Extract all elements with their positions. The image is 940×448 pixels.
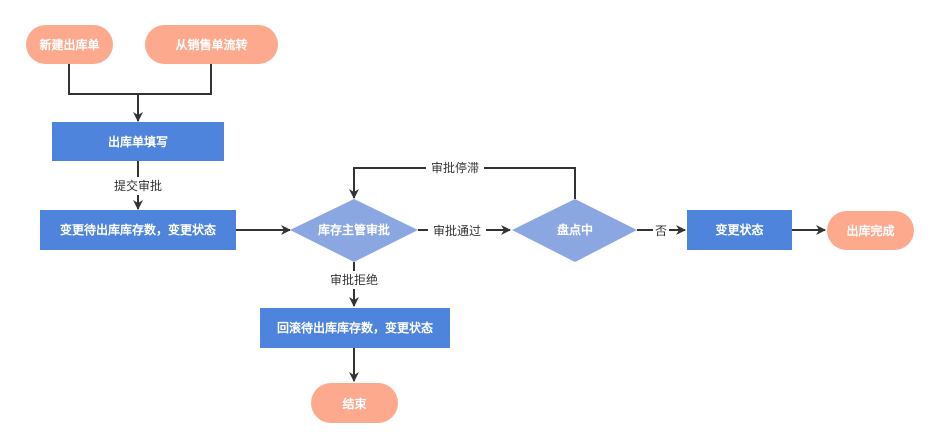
node-change-status: 变更状态 <box>687 210 792 250</box>
node-pending-change: 变更待出库库存数，变更状态 <box>40 210 236 250</box>
node-fill-form-label: 出库单填写 <box>108 134 168 149</box>
edge-label-approved-text: 审批通过 <box>433 223 481 238</box>
node-manager-review: 库存主管审批 <box>290 199 418 262</box>
node-manager-review-label: 库存主管审批 <box>318 222 390 237</box>
edge-new-order-merge <box>68 64 138 95</box>
node-pending-change-label: 变更待出库库存数，变更状态 <box>60 222 216 237</box>
node-inventory-check: 盘点中 <box>512 199 637 262</box>
edge-label-stalled: 审批停滞 <box>426 159 484 177</box>
edge-from-sales-merge <box>138 64 212 95</box>
node-inventory-check-label: 盘点中 <box>557 222 593 237</box>
node-change-status-label: 变更状态 <box>715 222 763 237</box>
node-end-label: 结束 <box>342 396 367 411</box>
edge-label-submit-text: 提交审批 <box>114 178 162 193</box>
node-done-label: 出库完成 <box>846 223 894 238</box>
node-rollback-label: 回滚待出库库存数，变更状态 <box>277 320 433 335</box>
node-from-sales: 从销售单流转 <box>145 25 278 64</box>
nodes: 新建出库单 从销售单流转 出库单填写 变更待出库库存数，变更状态 库存主管审批 … <box>26 25 914 423</box>
edge-label-rejected-text: 审批拒绝 <box>330 272 378 287</box>
node-done: 出库完成 <box>827 211 914 250</box>
node-rollback: 回滚待出库库存数，变更状态 <box>260 308 450 348</box>
edge-labels: 提交审批 审批停滞 审批通过 审批拒绝 否 <box>108 159 669 289</box>
node-new-order-label: 新建出库单 <box>39 37 99 52</box>
node-from-sales-label: 从销售单流转 <box>175 37 247 52</box>
edge-label-submit: 提交审批 <box>108 177 168 195</box>
edge-label-no-text: 否 <box>655 224 667 238</box>
node-new-order: 新建出库单 <box>26 25 113 64</box>
edge-label-rejected: 审批拒绝 <box>324 271 384 289</box>
edge-label-no: 否 <box>653 222 669 240</box>
edge-label-approved: 审批通过 <box>428 222 486 240</box>
edge-label-stalled-text: 审批停滞 <box>431 160 479 175</box>
node-fill-form: 出库单填写 <box>52 122 224 161</box>
node-end: 结束 <box>311 383 398 423</box>
